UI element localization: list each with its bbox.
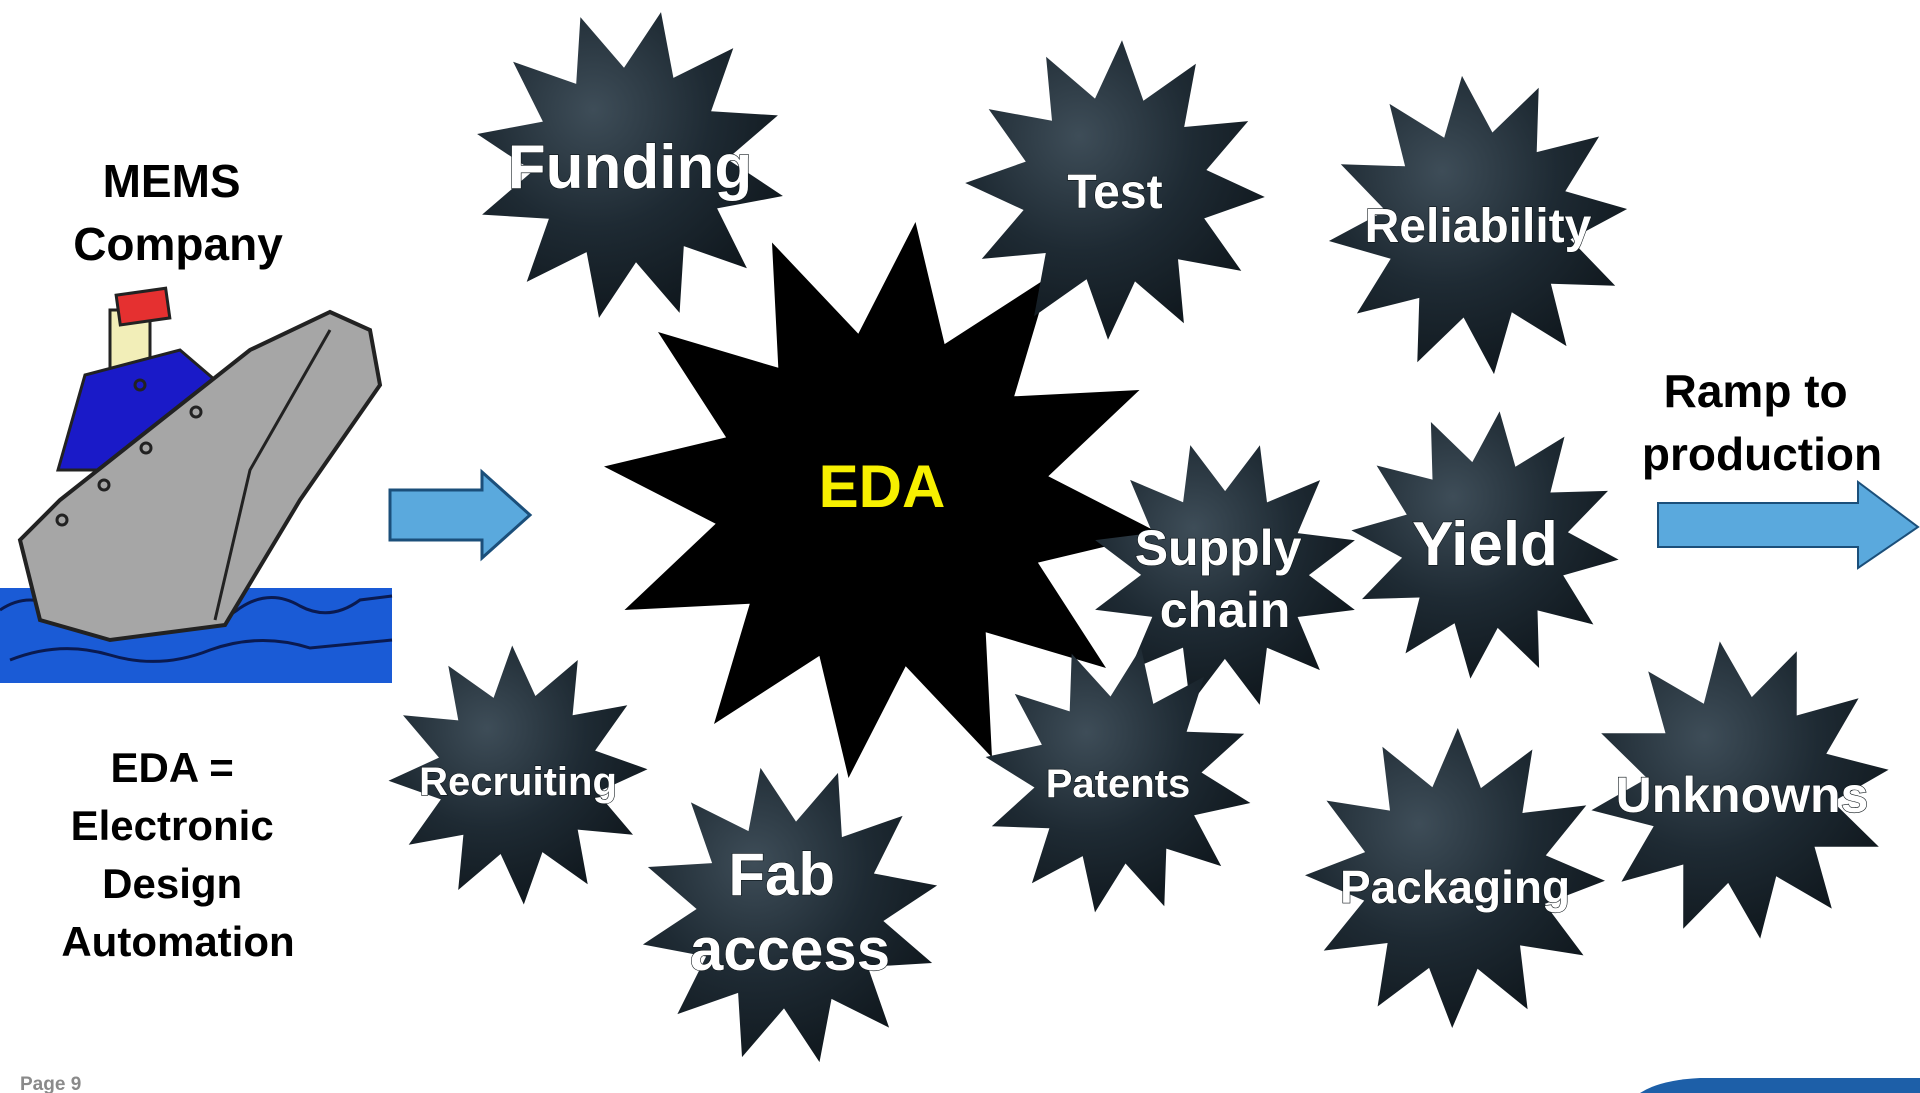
eda-definition: EDA = Electronic Design Automation (61, 744, 294, 965)
goal-line: Ramp to (1664, 365, 1848, 417)
ship-illustration (0, 286, 393, 683)
mine-body (477, 12, 783, 318)
mine-recruiting: Recruiting (388, 645, 648, 905)
mine-reliability: Reliability (1328, 75, 1628, 375)
center-mine-label: EDA (819, 453, 946, 520)
center-mine-body (604, 222, 1160, 778)
mine-fab-access: Fab access (642, 767, 938, 1063)
goal-label: Ramp to production (1642, 365, 1882, 480)
center-mine-eda: EDA (604, 222, 1160, 778)
porthole (97, 478, 111, 492)
definition-line: Design (102, 860, 242, 907)
mine-label-patents: Patents (1046, 762, 1191, 806)
mine-label-unknowns: Unknowns (1616, 767, 1869, 823)
mine-body (1095, 445, 1355, 705)
entry-arrow (388, 468, 533, 562)
mine-body (1305, 728, 1605, 1028)
mine-packaging: Packaging (1305, 728, 1605, 1028)
exit-arrow (1657, 480, 1920, 570)
company-label: MEMS Company (73, 155, 283, 270)
porthole (55, 513, 69, 527)
mine-body (388, 645, 648, 905)
ship-chimney-top (114, 286, 172, 327)
sea-foam-line (9, 638, 393, 663)
goal-line: production (1642, 428, 1882, 480)
ship-hull-line (213, 329, 332, 621)
page-number: Page 9 (20, 1074, 81, 1093)
mine-funding: Funding (477, 12, 783, 318)
mine-body (965, 40, 1265, 340)
mine-supply-chain: Supply chain (1095, 445, 1355, 705)
definition-line: Electronic (71, 802, 274, 849)
mine-unknowns: Unknowns (1591, 641, 1889, 939)
porthole (189, 405, 203, 419)
mine-body (1328, 75, 1628, 375)
porthole (139, 441, 153, 455)
mine-label-reliability: Reliability (1365, 200, 1592, 253)
mine-label-packaging: Packaging (1340, 861, 1570, 913)
mine-label-fab-access: Fab access (690, 841, 890, 983)
mine-label-yield: Yield (1412, 510, 1558, 579)
definition-line: Automation (61, 918, 294, 965)
ship-hull (17, 309, 383, 643)
mine-body (642, 767, 938, 1063)
porthole (133, 378, 147, 392)
mine-label-supply-chain: Supply chain (1135, 520, 1316, 638)
mine-label-funding: Funding (508, 133, 752, 202)
mine-label-recruiting: Recruiting (419, 760, 617, 804)
mine-body (1591, 641, 1889, 939)
company-line: Company (73, 218, 283, 270)
mine-test: Test (965, 40, 1265, 340)
mine-label-test: Test (1067, 166, 1162, 219)
logo-corner-shape (1640, 1078, 1920, 1093)
company-line: MEMS (103, 155, 241, 207)
definition-line: EDA = (111, 744, 234, 791)
mine-body (1351, 411, 1619, 679)
mine-body (985, 647, 1251, 913)
mine-patents: Patents (985, 647, 1251, 913)
mine-yield: Yield (1351, 411, 1619, 679)
